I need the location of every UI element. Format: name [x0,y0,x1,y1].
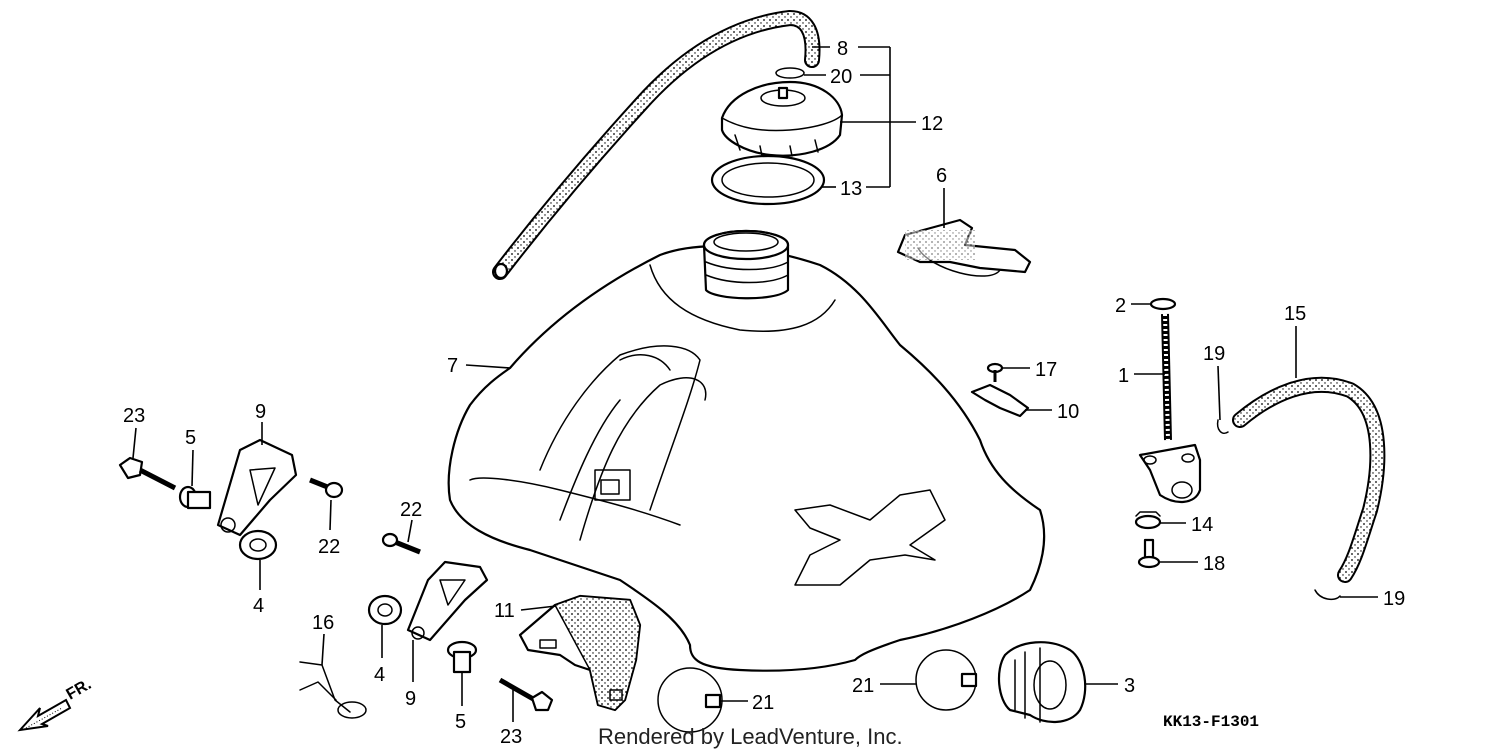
diagram-code: KK13-F1301 [1163,713,1260,731]
label-17: 17 [1035,359,1057,381]
fuel-tank-clamp[interactable] [896,218,1032,277]
bolt-22-right[interactable] [381,532,421,555]
label-18: 18 [1203,553,1225,575]
leader-group-cap [804,46,916,188]
label-6: 6 [936,165,947,187]
label-19-lower: 19 [1383,588,1405,610]
setting-screw[interactable] [986,362,1004,382]
collar-5-left[interactable] [178,485,212,510]
label-1: 1 [1118,365,1129,387]
label-22-left: 22 [318,536,340,558]
bolt-23-left[interactable] [118,456,177,491]
rubber-cushion-right[interactable] [367,594,403,626]
fuel-tank[interactable] [447,229,1046,672]
band-clip-lower[interactable] [657,667,723,733]
fuel-cock[interactable] [1138,313,1202,503]
tank-bracket-right[interactable] [406,560,489,642]
label-3: 3 [1124,675,1135,697]
breather-hose[interactable] [492,9,821,280]
fuel-tube[interactable] [1232,376,1386,583]
collar-5-right[interactable] [446,640,478,674]
fuel-cap-gasket[interactable] [710,154,826,206]
label-13: 13 [840,178,862,200]
fuel-cap[interactable] [720,80,844,157]
label-4-right: 4 [374,664,385,686]
label-16: 16 [312,612,334,634]
fuel-cock-nut[interactable] [1134,511,1162,530]
tank-stay[interactable] [970,383,1030,418]
render-credit: Rendered by LeadVenture, Inc. [598,724,903,749]
label-22-right: 22 [400,499,422,521]
fuel-cock-joint-nut[interactable] [997,641,1087,723]
hose-clip[interactable] [775,67,805,79]
label-2: 2 [1115,295,1126,317]
label-9-left: 9 [255,401,266,423]
bolt-22-left[interactable] [309,477,344,499]
label-23-left: 23 [123,405,145,427]
fuel-cock-washer[interactable] [1149,297,1177,311]
fuel-cock-screw[interactable] [1137,538,1161,569]
tube-clip-lower[interactable] [1314,589,1341,601]
label-10: 10 [1057,401,1079,423]
label-21-upper: 21 [852,675,874,697]
rubber-cushion-left[interactable] [238,529,278,561]
label-15: 15 [1284,303,1306,325]
label-8: 8 [837,38,848,60]
label-14: 14 [1191,514,1213,536]
band-clip-upper[interactable] [915,649,978,711]
label-12: 12 [921,113,943,135]
label-5-left: 5 [185,427,196,449]
label-21-lower: 21 [752,692,774,714]
tank-clip-spring[interactable] [299,661,367,719]
tank-bracket-left[interactable] [216,438,298,537]
tube-clip-upper[interactable] [1216,419,1229,434]
label-5-right: 5 [455,711,466,733]
label-11: 11 [494,600,515,622]
label-23-right: 23 [500,726,522,748]
front-direction-arrow [17,698,72,732]
label-20: 20 [830,66,852,88]
label-19-upper: 19 [1203,343,1225,365]
fuel-tank-cover[interactable] [518,594,642,712]
front-direction-label: FR. [64,676,95,704]
label-7: 7 [447,355,458,377]
label-9-right: 9 [405,688,416,710]
label-4-left: 4 [253,595,264,617]
bolt-23-right[interactable] [498,677,554,712]
